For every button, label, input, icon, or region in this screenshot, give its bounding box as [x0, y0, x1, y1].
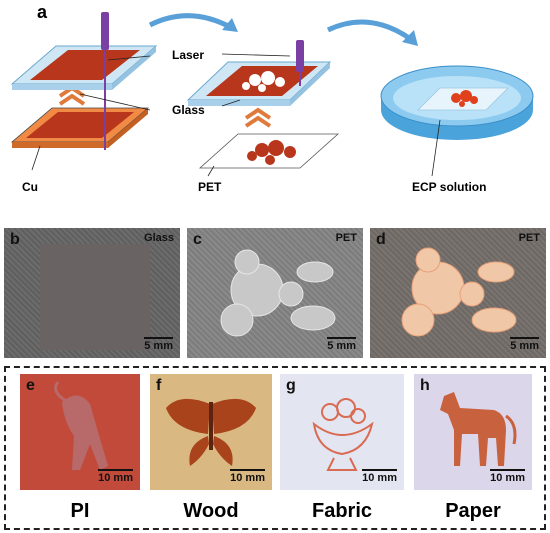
photo-g-scalebar: 10 mm [362, 469, 397, 484]
photo-b-scalebar: 5 mm [144, 337, 173, 352]
photo-f-scalebar: 10 mm [230, 469, 265, 484]
photo-d-scalebar: 5 mm [510, 337, 539, 352]
process-arrow-2 [326, 19, 414, 43]
photo-d-letter: d [376, 231, 386, 248]
photo-c-substrate: PET [335, 232, 357, 244]
photo-c-scalebar: 5 mm [327, 337, 356, 352]
laser-head-2 [296, 40, 304, 72]
glass-sample [40, 244, 150, 350]
photo-h-letter: h [420, 377, 430, 394]
panel-a-letter: a [37, 2, 48, 22]
photo-d-substrate: PET [518, 232, 540, 244]
photo-f-letter: f [156, 377, 162, 394]
substrate-name-wood: Wood [183, 500, 239, 522]
label-cu: Cu [22, 180, 38, 194]
process-arrow-2-head [402, 30, 418, 46]
photo-e: e 10 mm [20, 374, 140, 490]
photo-h-scalebar: 10 mm [490, 469, 525, 484]
photo-h: h 10 mm [414, 374, 532, 490]
label-ecp-solution: ECP solution [412, 180, 487, 194]
photo-g-letter: g [286, 377, 296, 394]
label-glass: Glass [172, 103, 205, 117]
photo-b: b Glass 5 mm [4, 228, 180, 358]
flower-pattern-pet [247, 140, 296, 165]
flower-etched-pet [220, 249, 336, 337]
photo-d: d PET 5 mm [370, 228, 546, 358]
substrates-box [4, 366, 546, 530]
label-laser: Laser [172, 48, 205, 62]
photo-c: c PET 5 mm [187, 228, 363, 358]
butterfly-pattern [166, 398, 256, 466]
photo-c-letter: c [193, 231, 202, 248]
fruit-basket-pattern [312, 398, 374, 471]
horse-pattern [440, 392, 517, 466]
photo-b-substrate: Glass [144, 232, 174, 244]
photo-g: g 10 mm [280, 374, 404, 490]
substrate-name-pi: PI [70, 500, 90, 522]
flower-pattern-dish [451, 90, 478, 107]
label-pet: PET [198, 180, 222, 194]
flower-printed-pet [401, 247, 517, 337]
flower-pattern-glass [242, 71, 285, 92]
process-arrow-1 [148, 13, 234, 31]
process-arrow-1-head [222, 18, 238, 32]
photo-b-letter: b [10, 231, 20, 248]
photo-e-scalebar: 10 mm [98, 469, 133, 484]
substrate-name-fabric: Fabric [311, 500, 373, 522]
photo-f: f 10 mm [150, 374, 272, 490]
photo-e-letter: e [26, 377, 35, 394]
laser-head-1 [101, 12, 109, 50]
leopard-pattern [54, 381, 108, 470]
cu-film [26, 112, 134, 138]
substrate-name-paper: Paper [445, 500, 501, 522]
panel-a-illustration [10, 12, 534, 177]
panel-a: a [0, 0, 550, 210]
